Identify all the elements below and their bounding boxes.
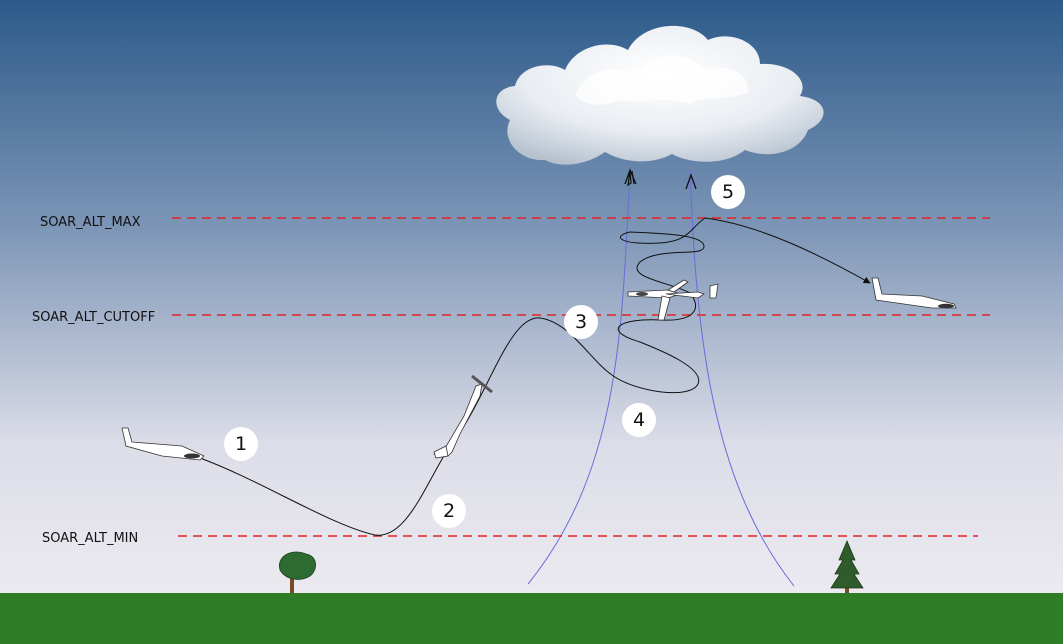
svg-text:4: 4 [633, 409, 645, 431]
glider-gliding-icon [121, 427, 205, 461]
step-marker-2: 2 [432, 494, 466, 528]
conifer-tree-icon [830, 539, 864, 594]
label-soar-alt-min: SOAR_ALT_MIN [42, 531, 138, 546]
svg-text:2: 2 [443, 500, 455, 522]
step-marker-4: 4 [622, 403, 656, 437]
flight-path-glide-climb [199, 217, 706, 536]
motor-glider-climbing-icon [433, 374, 493, 459]
label-soar-alt-cutoff: SOAR_ALT_CUTOFF [32, 310, 155, 325]
step-marker-5: 5 [711, 175, 745, 209]
glider-circling-icon [627, 279, 719, 321]
updraft-arrow-icon [624, 168, 637, 187]
label-soar-alt-max: SOAR_ALT_MAX [40, 215, 141, 230]
svg-text:1: 1 [235, 433, 247, 455]
glider-departing-icon [871, 277, 957, 309]
ground [0, 593, 1063, 644]
svg-text:5: 5 [722, 181, 734, 203]
deciduous-tree-icon [278, 551, 316, 594]
flight-path-departure [704, 217, 871, 284]
thermal-column-right [689, 169, 795, 587]
step-marker-1: 1 [224, 427, 258, 461]
cumulus-cloud [496, 25, 824, 165]
step-marker-3: 3 [564, 305, 598, 339]
svg-text:3: 3 [575, 311, 587, 333]
updraft-arrow-icon [685, 173, 697, 190]
